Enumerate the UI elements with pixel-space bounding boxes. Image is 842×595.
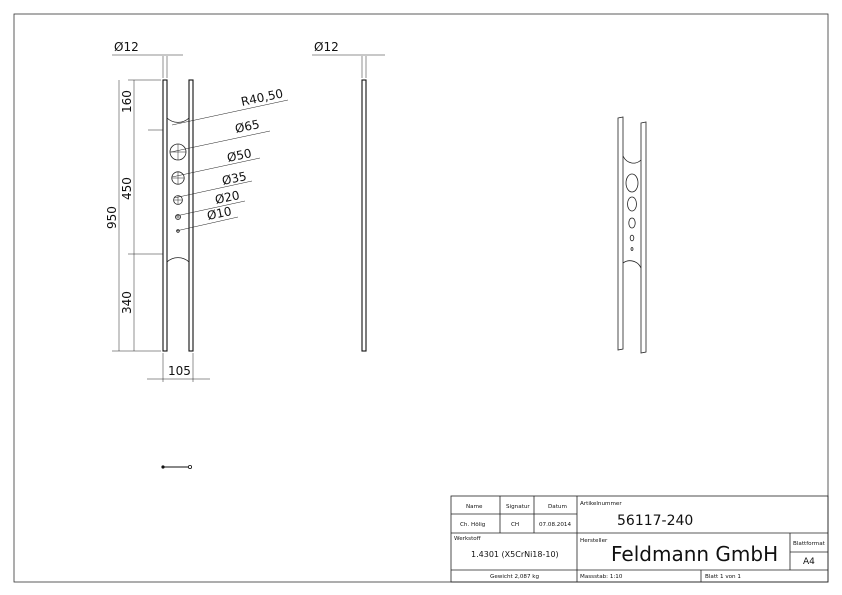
tb-signature-label: Signatur [506,504,530,510]
top-view-symbol [161,464,192,469]
front-view: Ø12 160 450 340 950 105 R40,50 Ø65 [105,40,289,382]
left-bar-outline [162,79,168,352]
title-block: Name Signatur Datum Ch. Hölig CH 07.08.2… [450,495,829,583]
isometric-view [617,116,647,354]
hole-50 [171,171,185,185]
iso-hole-20 [629,234,635,242]
front-thickness-dim: Ø12 [114,40,139,54]
dim-105: 105 [168,364,191,378]
tb-manufacturer-label: Hersteller [580,538,608,544]
tb-manufacturer-value: Feldmann GmbH [611,542,778,566]
tb-article-value: 56117-240 [617,513,693,529]
tb-format-value: A4 [803,557,815,567]
side-bar-outline [361,79,367,352]
tb-date-label: Datum [548,504,567,510]
tb-format-label: Blattformat [793,541,826,547]
iso-hole-65 [625,173,639,193]
top-arc [166,117,190,123]
side-view: Ø12 [312,40,385,352]
iso-hole-50 [627,196,637,212]
iso-hole-35 [628,217,636,229]
sheet-border [13,13,829,583]
svg-text:Ø50: Ø50 [226,146,253,165]
tb-weight: Gewicht 2,087 kg [490,574,540,580]
svg-text:Ø35: Ø35 [221,169,248,188]
tb-name-label: Name [466,504,483,510]
hole-65 [169,143,187,161]
svg-text:Ø65: Ø65 [234,117,261,136]
callout-65: Ø65 [170,117,271,153]
tb-name-value: Ch. Hölig [460,522,486,528]
tb-material-value: 1.4301 (X5CrNi18-10) [471,550,559,559]
dim-950: 950 [105,206,119,229]
tb-date-value: 07.08.2014 [539,522,571,528]
tb-signature-value: CH [511,522,519,528]
callout-r4050: R40,50 [171,86,289,126]
callout-35: Ø35 [173,169,253,199]
right-bar-outline [188,79,194,352]
dim-160: 160 [120,90,134,113]
svg-text:Ø20: Ø20 [214,188,241,207]
callout-50: Ø50 [171,146,261,178]
svg-text:Ø10: Ø10 [206,204,233,223]
side-thickness-dim: Ø12 [314,40,339,54]
bottom-arc [166,257,190,263]
tb-article-label: Artikelnummer [580,501,622,507]
hole-35 [173,195,183,205]
tb-scale: Massstab: 1:10 [580,574,623,580]
callout-20: Ø20 [175,188,246,217]
iso-hole-10 [630,247,634,251]
tb-material-label: Werkstoff [454,536,481,542]
dim-450: 450 [120,177,134,200]
callout-10: Ø10 [175,204,239,232]
tb-sheet: Blatt 1 von 1 [705,574,741,580]
dim-340: 340 [120,291,134,314]
